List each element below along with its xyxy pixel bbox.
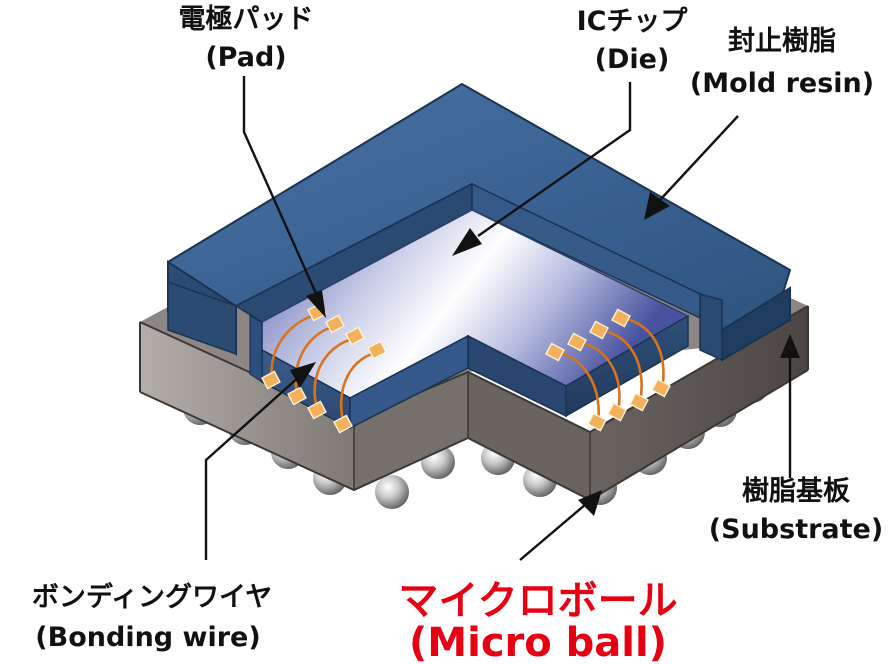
pad	[587, 412, 607, 432]
label-wire-en: (Bonding wire)	[35, 622, 260, 653]
pad	[567, 332, 587, 352]
bonding-wires-left	[270, 312, 379, 425]
micro-ball	[375, 475, 409, 509]
mold-resin	[167, 82, 792, 362]
substrate-arrowhead	[780, 334, 800, 358]
label-wire-ja: ボンディングワイヤ	[32, 581, 272, 613]
electrode-pads-right	[545, 308, 671, 432]
label-mold-ja: 封止樹脂	[728, 26, 836, 57]
label-substrate: 樹脂基板 (Substrate)	[709, 476, 883, 545]
ball-leader	[519, 503, 587, 561]
pad	[611, 308, 631, 328]
pad	[287, 386, 307, 406]
pad	[345, 326, 365, 346]
pad	[333, 414, 353, 434]
leader-lines	[204, 76, 800, 561]
pad-arrowhead	[306, 290, 326, 318]
label-mold-en: (Mold resin)	[690, 68, 874, 99]
label-die-en: (Die)	[595, 44, 670, 75]
label-pad-ja: 電極パッド	[179, 4, 314, 35]
label-pad-en: (Pad)	[205, 42, 286, 73]
bonding-wires-right	[555, 316, 665, 423]
electrode-pads-left	[261, 302, 387, 434]
ball-arrowhead	[578, 490, 602, 516]
label-die-ja: ICチップ	[577, 6, 689, 37]
mold-leader	[659, 115, 739, 201]
pad	[367, 340, 387, 360]
die-arrowhead	[452, 228, 482, 256]
pad	[325, 314, 345, 334]
label-ball-ja: マイクロボール	[398, 578, 677, 624]
label-wire: ボンディングワイヤ (Bonding wire)	[32, 581, 272, 653]
pad	[307, 400, 327, 420]
label-die: ICチップ (Die)	[577, 6, 689, 75]
label-pad: 電極パッド (Pad)	[179, 4, 314, 73]
pad	[651, 378, 671, 398]
ic-die	[249, 209, 690, 430]
wire-arrowhead	[290, 362, 316, 388]
pad	[589, 320, 609, 340]
pad	[261, 370, 281, 390]
pad	[545, 342, 565, 362]
die-leader	[477, 82, 632, 237]
label-ball-en: (Micro ball)	[409, 620, 667, 664]
label-substrate-ja: 樹脂基板	[742, 476, 850, 507]
label-ball: マイクロボール (Micro ball)	[398, 578, 677, 664]
pad	[607, 402, 627, 422]
wire-leader	[204, 375, 301, 560]
label-substrate-en: (Substrate)	[709, 514, 883, 545]
mold-arrowhead	[644, 192, 670, 220]
pad-leader	[242, 76, 320, 299]
label-mold: 封止樹脂 (Mold resin)	[690, 26, 874, 99]
pad	[629, 392, 649, 412]
